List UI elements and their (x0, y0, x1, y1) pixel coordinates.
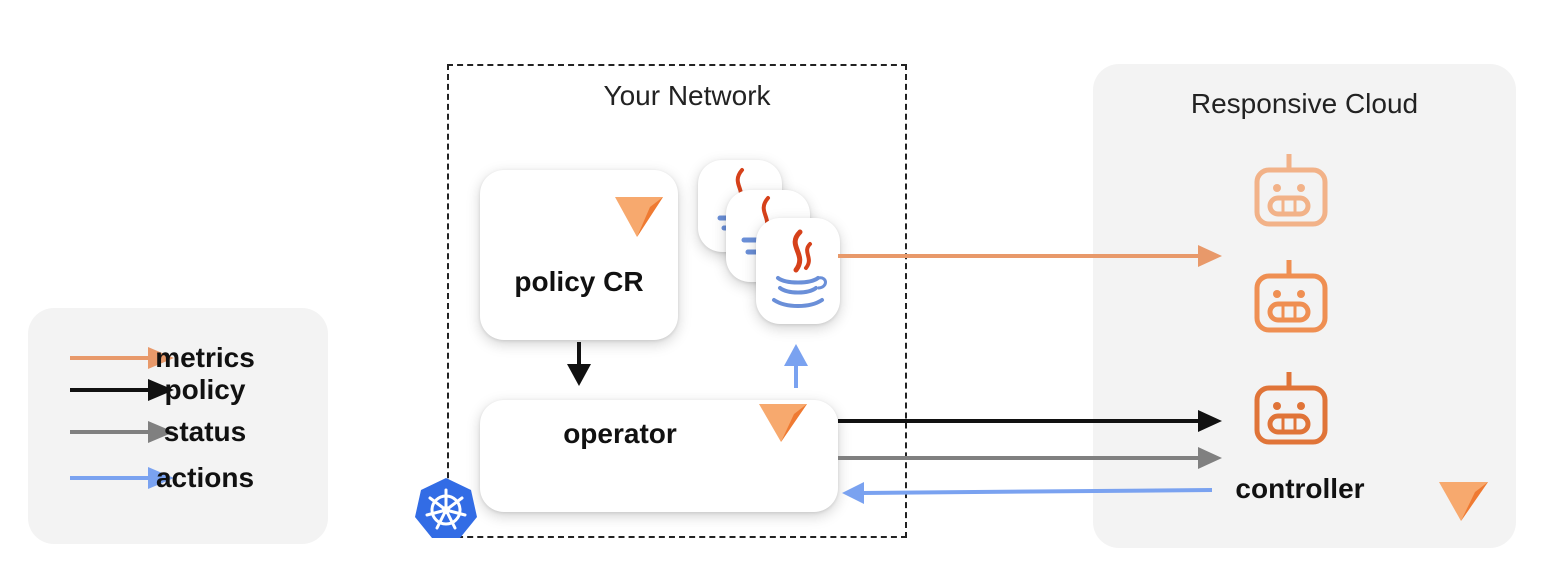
responsive-logo-icon (759, 404, 807, 442)
java-icon (772, 229, 827, 308)
policy-cr-card: policy CR (480, 170, 678, 340)
actions-flow-arrow (842, 482, 1213, 504)
operator-card: operator (480, 400, 838, 512)
status-flow-arrow (838, 447, 1222, 469)
responsive-logo-icon (615, 197, 663, 237)
metrics-flow-arrow (838, 245, 1222, 267)
legend-label-status: status (163, 416, 247, 447)
actions-arrow-icon (70, 467, 174, 489)
policy-cr-label: policy CR (514, 266, 644, 297)
legend-item-status: status (28, 412, 328, 452)
legend-item-policy: policy (28, 370, 328, 410)
legend-label-metrics: metrics (155, 342, 255, 373)
network-boundary (447, 64, 907, 538)
controller-label: controller (1235, 473, 1365, 504)
policy-flow-arrow (838, 410, 1222, 432)
network-title: Your Network (603, 80, 771, 111)
legend-label-policy: policy (164, 374, 246, 405)
legend-item-actions: actions (28, 458, 328, 498)
java-app-card-front (756, 218, 840, 324)
metrics-arrow-icon (70, 347, 174, 369)
legend-label-actions: actions (155, 462, 255, 493)
status-arrow-icon (70, 421, 174, 443)
legend-panel: metrics policy status actions (28, 308, 328, 544)
responsive-cloud-title: Responsive Cloud (1190, 88, 1419, 119)
operator-label: operator (563, 418, 677, 449)
legend-item-metrics: metrics (28, 338, 328, 378)
policy-arrow-icon (70, 379, 174, 401)
